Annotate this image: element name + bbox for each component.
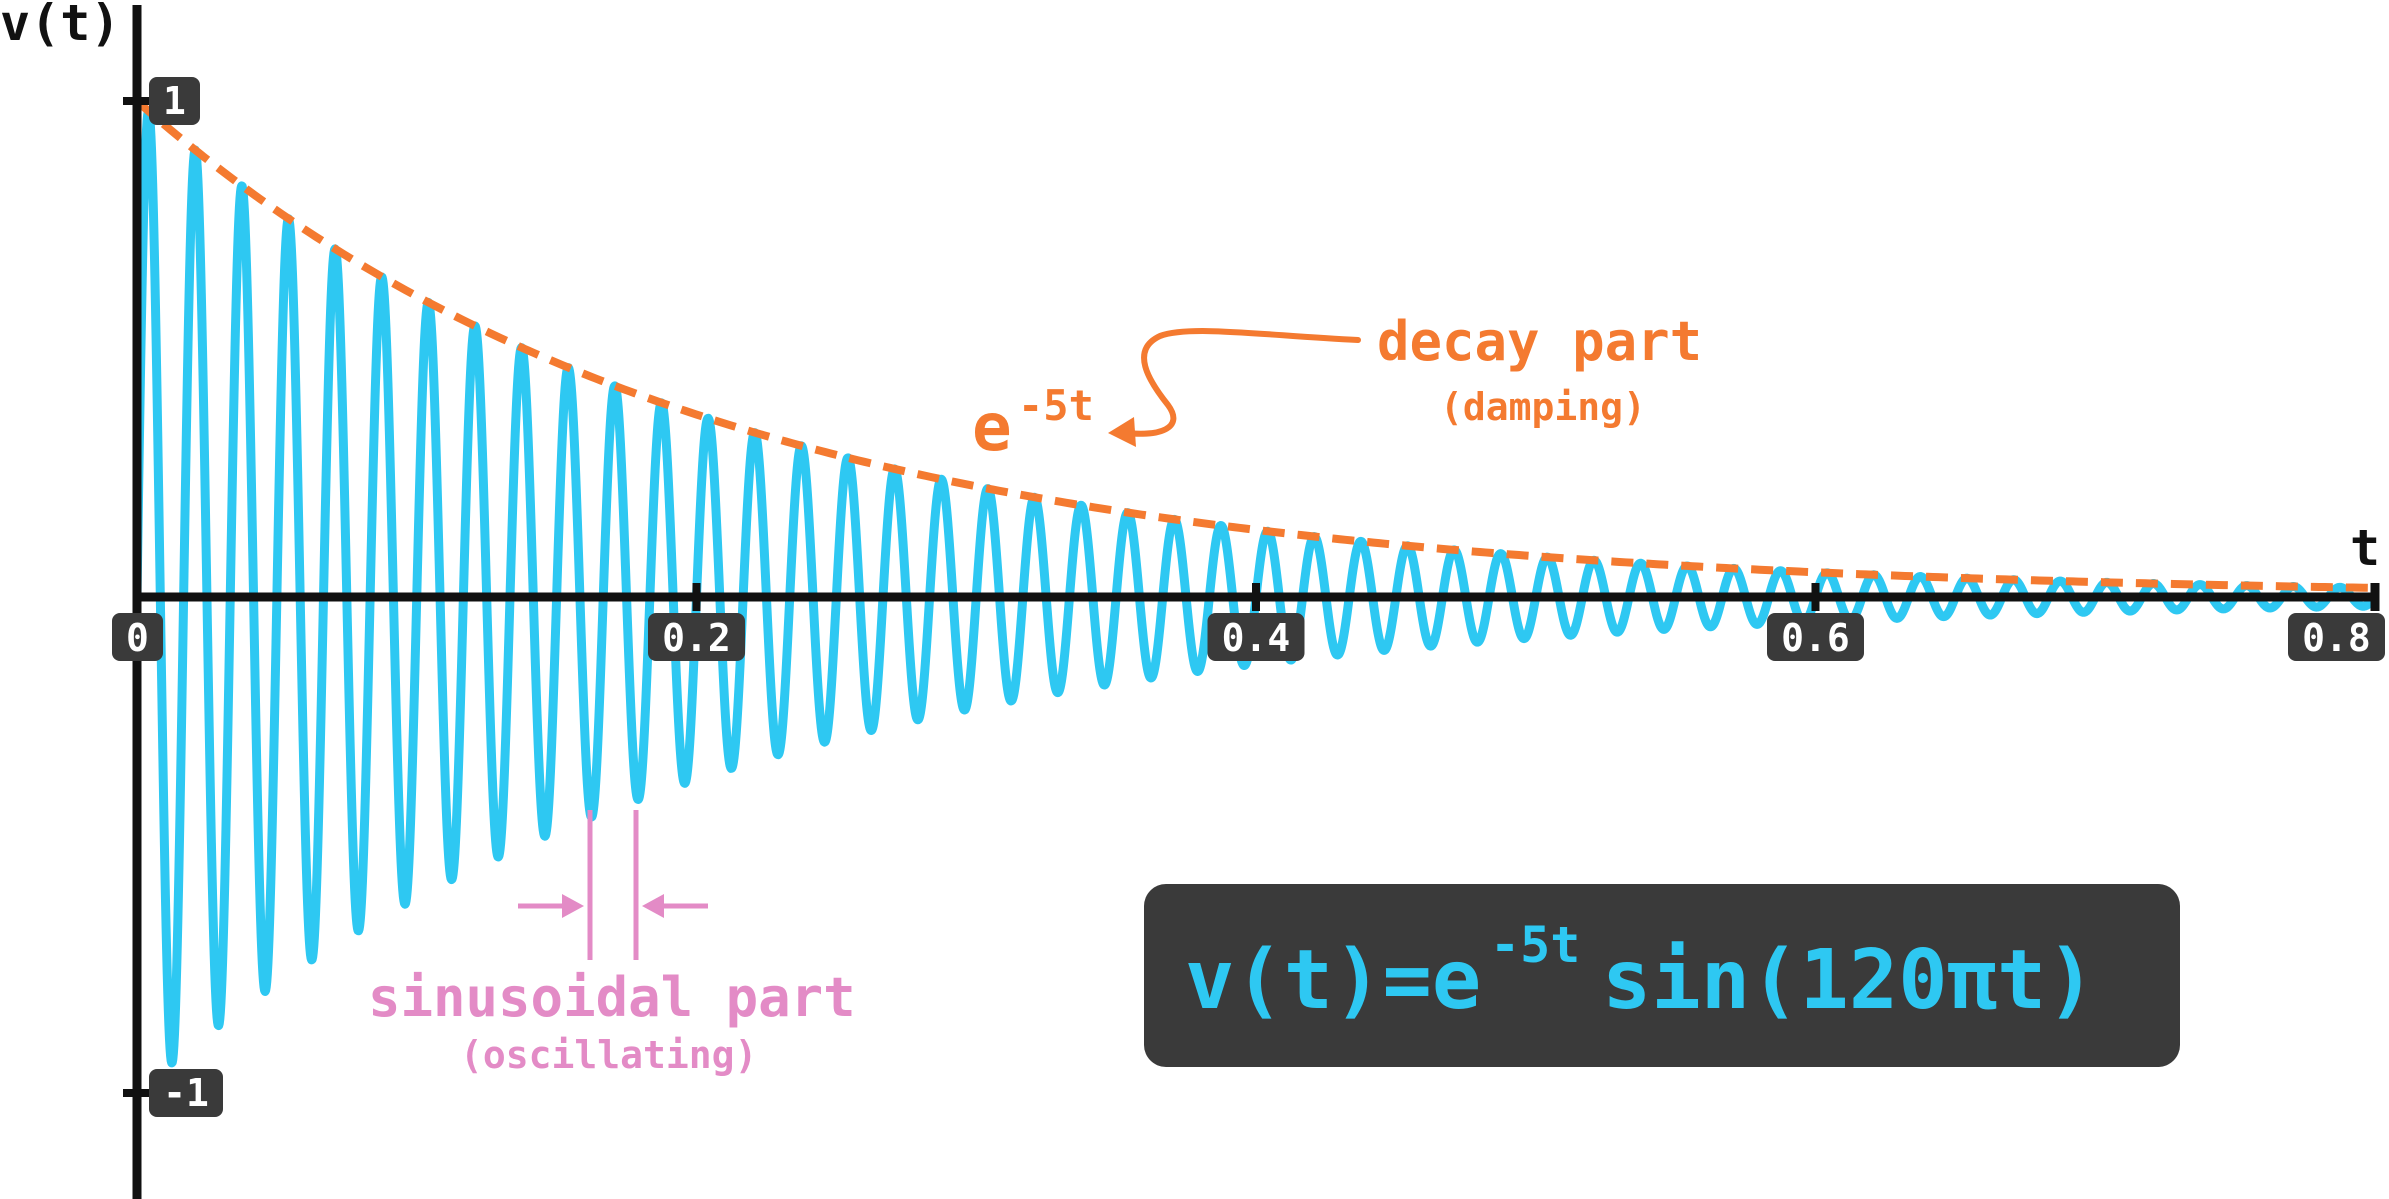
period-arrow-right-icon (642, 894, 664, 918)
formula-lhs: v(t)=e (1185, 933, 1481, 1028)
sinusoid-title: sinusoidal part (368, 966, 856, 1029)
decay-subtitle: (damping) (1440, 385, 1646, 429)
formula-background (1144, 884, 2180, 1067)
decay-annotation: decay part (damping) e -5t (972, 310, 1702, 466)
x-tick-label: 0 (126, 616, 149, 660)
x-tick-box (112, 613, 163, 661)
x-tick-label: 0.2 (662, 616, 731, 660)
x-tick-label: 0.8 (2302, 616, 2371, 660)
y-tick-box (149, 1069, 223, 1117)
decay-envelope-line (134, 98, 2376, 592)
sinusoid-subtitle: (oscillating) (460, 1033, 757, 1077)
y-tick-label: 1 (163, 79, 186, 123)
x-tick-label: 0.4 (1222, 616, 1291, 660)
formula-rhs: sin(120πt) (1602, 933, 2096, 1028)
y-tick-box (149, 77, 200, 125)
y-tick-label: -1 (163, 1071, 209, 1115)
formula-exponent: -5t (1490, 916, 1580, 974)
decay-exponent: -5t (1018, 381, 1094, 430)
y-axis-label: v(t) (0, 0, 120, 52)
decay-pointer-arrow (1117, 328, 1361, 437)
decay-base: e (972, 389, 1012, 466)
x-tick-box (2288, 613, 2385, 661)
x-tick-box (648, 613, 745, 661)
x-tick-box (1207, 613, 1305, 661)
period-arrow-left-icon (562, 894, 584, 918)
x-axis-label: t (2350, 519, 2380, 577)
decay-title: decay part (1377, 310, 1702, 373)
formula-box: v(t)=e -5t sin(120πt) (1144, 884, 2180, 1067)
x-tick-box (1767, 613, 1864, 661)
sinusoid-annotation: sinusoidal part (oscillating) (368, 810, 856, 1077)
decay-arrowhead-icon (1108, 417, 1136, 447)
x-tick-labels: 0 0.2 0.4 0.6 0.8 (112, 583, 2385, 661)
y-tick-labels: 1 -1 (123, 77, 223, 1117)
x-tick-label: 0.6 (1781, 616, 1850, 660)
